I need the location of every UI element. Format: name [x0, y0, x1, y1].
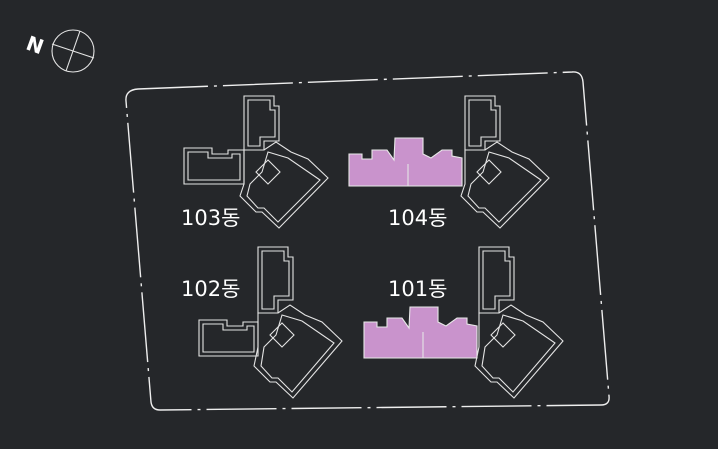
building-103-outline	[183, 95, 329, 229]
building-103-label: 103동	[181, 206, 241, 230]
site-boundary	[125, 71, 610, 411]
building-101-label: 101동	[388, 277, 448, 301]
building-104-outline	[348, 95, 550, 229]
north-compass-icon: N	[23, 29, 95, 73]
building-101-outline	[363, 246, 564, 399]
building-104-label: 104동	[388, 206, 448, 230]
building-102-outline	[198, 246, 343, 399]
north-letter: N	[23, 31, 47, 59]
building-102-label: 102동	[181, 277, 241, 301]
